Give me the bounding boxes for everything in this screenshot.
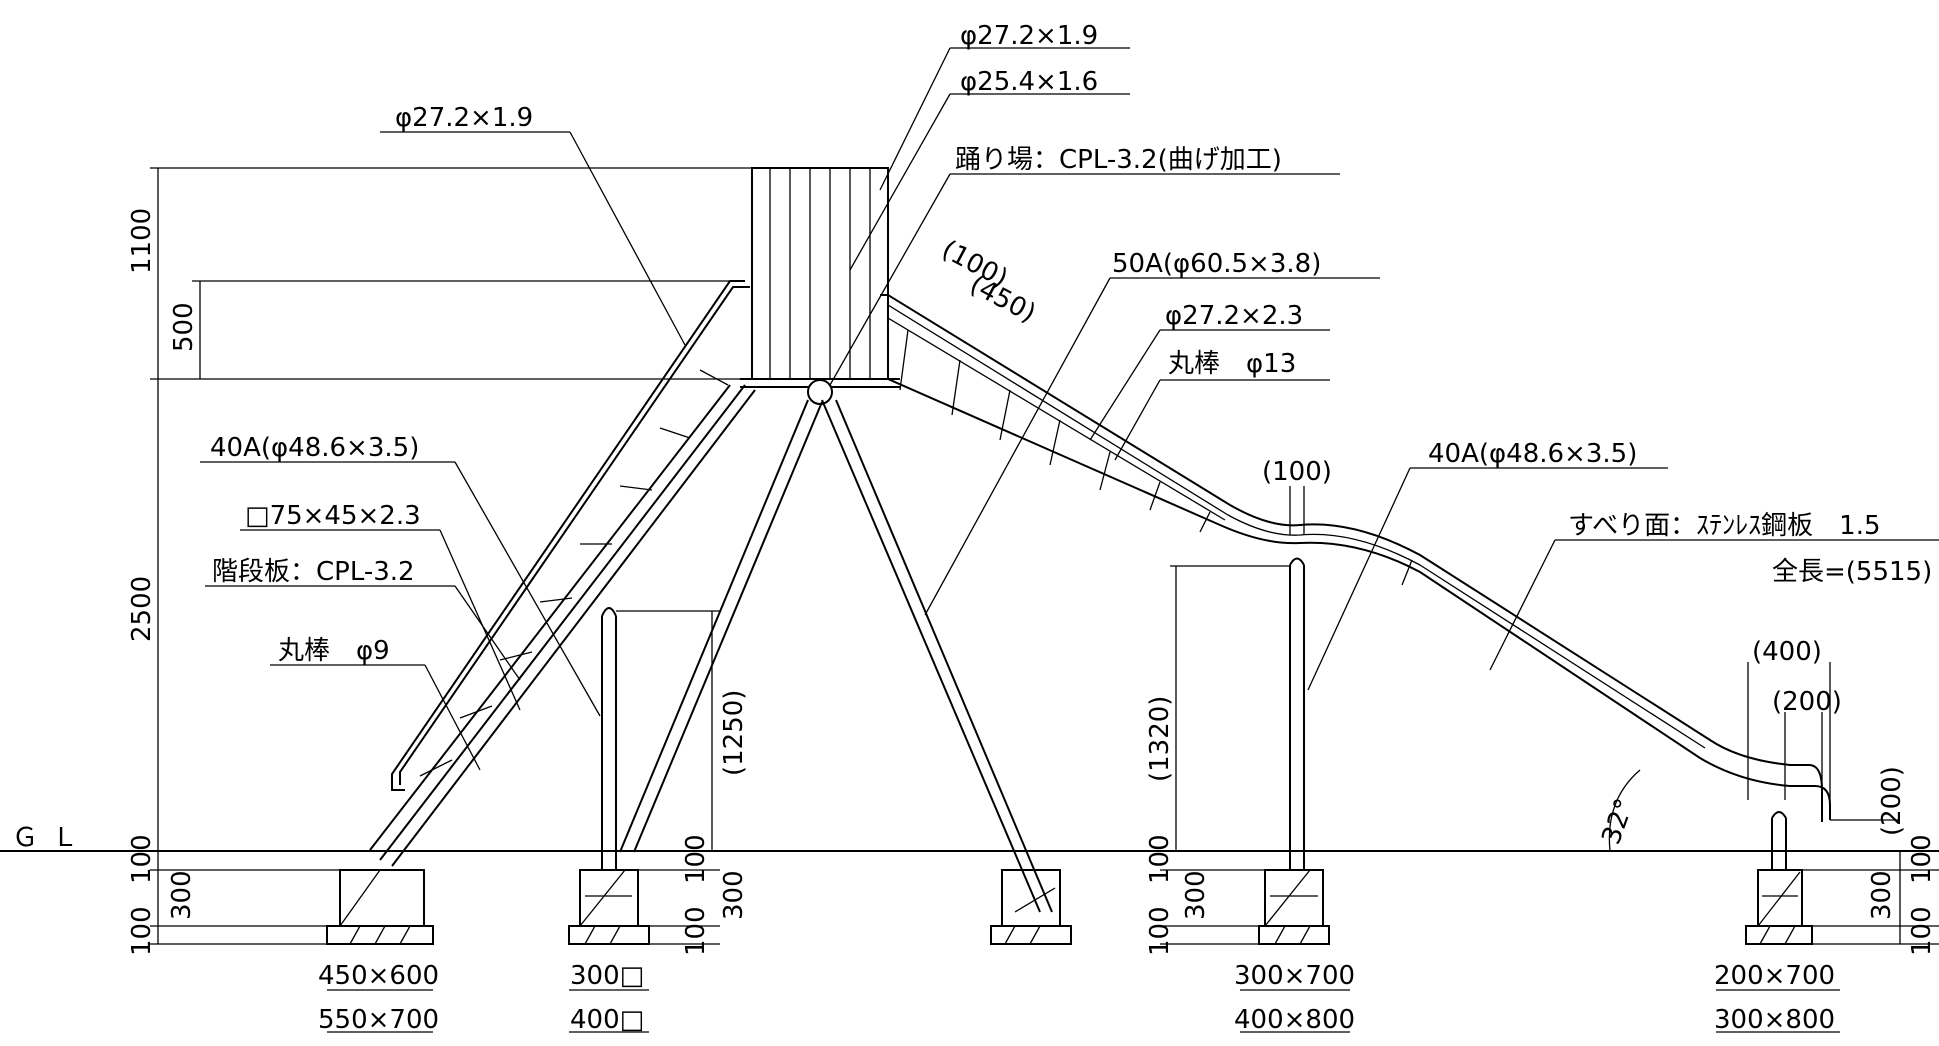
- footing-level-dims: 100 300 100 100 300 100 100 300 100 100 …: [127, 834, 1939, 956]
- dim-200-side: (200): [1877, 766, 1907, 836]
- angle-32: 32°: [1596, 795, 1640, 849]
- dim-100-d: 100: [681, 906, 711, 956]
- dim-100-mid: (100): [1262, 457, 1332, 487]
- label-round-bar-13: 丸棒 φ13: [1168, 349, 1296, 379]
- staircase: [369, 280, 756, 867]
- dim-2500: 2500: [127, 576, 157, 642]
- label-handrail-left: φ27.2×1.9: [395, 103, 533, 133]
- label-slide-pipe: 50A(φ60.5×3.8): [1112, 249, 1321, 279]
- footings: [326, 869, 1813, 945]
- label-total-length: 全長=(5515): [1772, 557, 1932, 587]
- dim-100-g: 100: [1907, 834, 1937, 884]
- left-post: (1250): [601, 607, 749, 870]
- dim-100-e: 100: [1145, 834, 1175, 884]
- platform-tower: [740, 167, 900, 405]
- label-slide-rail: φ27.2×2.3: [1165, 301, 1303, 331]
- dim-400: (400): [1752, 637, 1822, 667]
- label-landing: 踊り場：CPL-3.2(曲げ加工): [955, 145, 1282, 175]
- dim-1100: 1100: [127, 208, 157, 274]
- dim-300-c: 300: [719, 870, 749, 920]
- callouts: φ27.2×1.9 φ25.4×1.6 踊り場：CPL-3.2(曲げ加工) φ2…: [200, 21, 1939, 771]
- dim-1320: (1320): [1145, 696, 1175, 782]
- label-stringer: □75×45×2.3: [245, 501, 421, 531]
- label-post-left: 40A(φ48.6×3.5): [210, 433, 419, 463]
- footing-3-bottom: 400×800: [1234, 1005, 1355, 1035]
- left-height-dimensions: 1100 500 2500: [127, 167, 888, 852]
- footing-4-top: 200×700: [1714, 961, 1835, 991]
- footing-2-top: 300□: [570, 961, 644, 991]
- slide-chute: [880, 294, 1831, 822]
- footing-2-bottom: 400□: [570, 1005, 644, 1035]
- footing-4-bottom: 300×800: [1714, 1005, 1835, 1035]
- dim-300-g: 300: [1867, 870, 1897, 920]
- right-mid-post: (1320) (100): [1145, 457, 1332, 870]
- footing-1-top: 450×600: [318, 961, 439, 991]
- dim-100-f: 100: [1145, 906, 1175, 956]
- dim-200: (200): [1772, 687, 1842, 717]
- dim-500: 500: [169, 302, 199, 352]
- dim-100-b: 100: [127, 906, 157, 956]
- label-slide-surface: すべり面：ｽﾃﾝﾚｽ鋼板 1.5: [1568, 511, 1881, 541]
- dim-100-h: 100: [1907, 906, 1937, 956]
- dim-100-a: 100: [127, 834, 157, 884]
- dim-300-e: 300: [1181, 870, 1211, 920]
- label-post-right: 40A(φ48.6×3.5): [1428, 439, 1637, 469]
- exit-post: (400) (200) (200) 32°: [1596, 637, 1907, 870]
- gl-label: ＧＬ: [12, 823, 92, 853]
- dim-100-c: 100: [681, 834, 711, 884]
- dim-300-a: 300: [167, 870, 197, 920]
- footing-3-top: 300×700: [1234, 961, 1355, 991]
- a-frame-legs: [619, 399, 1053, 913]
- label-round-bar-9: 丸棒 φ9: [278, 636, 390, 666]
- footing-1-bottom: 550×700: [318, 1005, 439, 1035]
- footing-size-labels: 450×600 550×700 300□ 400□ 300×700 400×80…: [318, 961, 1840, 1035]
- label-step-board: 階段板：CPL-3.2: [212, 557, 415, 587]
- label-pipe-top-2: φ25.4×1.6: [960, 67, 1098, 97]
- label-pipe-top-1: φ27.2×1.9: [960, 21, 1098, 51]
- dim-1250: (1250): [719, 690, 749, 776]
